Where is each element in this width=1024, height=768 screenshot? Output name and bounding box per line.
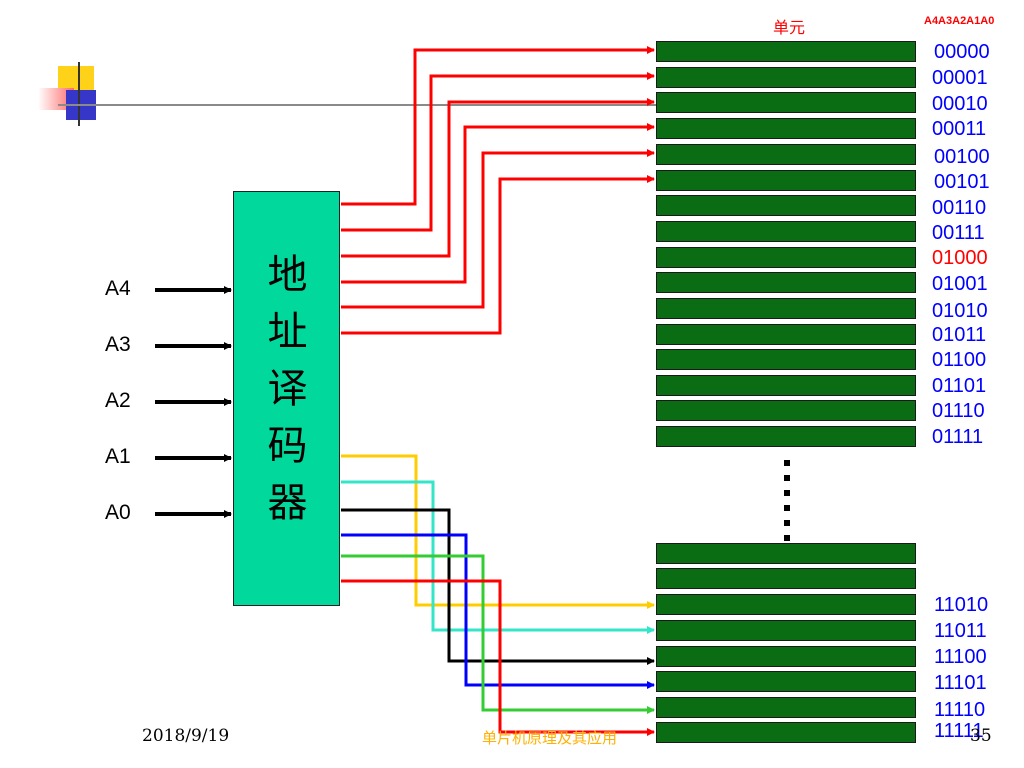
decoder-output-wire [341, 98, 655, 258]
memory-cell [656, 92, 916, 113]
decoder-char: 器 [267, 480, 308, 526]
cell-address-code: 00100 [934, 146, 990, 168]
cell-address-code: 01001 [932, 273, 988, 295]
cell-address-code: 01110 [932, 400, 985, 422]
memory-cell [656, 568, 916, 589]
decoder-char: 址 [267, 309, 308, 355]
cell-address-code: 00101 [934, 171, 990, 193]
memory-cell [656, 375, 916, 396]
decoder-output-wire [341, 46, 655, 206]
memory-cell [656, 247, 916, 268]
decoder-output-wire [341, 149, 655, 309]
address-input-label: A3 [105, 333, 131, 356]
memory-cell [656, 426, 916, 447]
decoder-char: 地 [267, 252, 308, 298]
cell-address-code: 11100 [934, 646, 987, 668]
memory-cell [656, 221, 916, 242]
cell-address-code: 00111 [932, 222, 985, 244]
decoder-char: 码 [267, 423, 308, 469]
memory-cell [656, 195, 916, 216]
cell-address-code: 01100 [932, 349, 987, 371]
decoder-output-wire [341, 123, 655, 284]
memory-cell [656, 349, 916, 370]
memory-cell [656, 646, 916, 667]
decoder-output-wire [341, 533, 655, 689]
address-input-label: A4 [105, 277, 131, 300]
memory-cell [656, 298, 916, 319]
slide-footer-title: 单片机原理及其应用 [482, 729, 618, 747]
cell-address-code: 00000 [934, 41, 990, 63]
cell-address-code: 00011 [932, 118, 987, 140]
decoder-output-wire [341, 72, 655, 232]
memory-cell [656, 324, 916, 345]
memory-cell [656, 697, 916, 718]
cell-address-code: 00001 [932, 67, 988, 89]
ellipsis-dot [784, 475, 790, 481]
address-input-label: A0 [105, 501, 131, 524]
slide-date: 2018/9/19 [142, 726, 230, 746]
memory-cell [656, 170, 916, 191]
ellipsis-dot [784, 535, 790, 541]
decoder-output-wire [341, 508, 655, 665]
memory-cell [656, 671, 916, 692]
decoder-char: 译 [267, 366, 308, 412]
decoder-output-wire [341, 454, 655, 609]
cell-address-code-highlighted: 01000 [932, 247, 988, 269]
cell-address-code: 01010 [932, 300, 988, 322]
memory-cell [656, 543, 916, 564]
cell-address-code: 11101 [934, 672, 987, 694]
decoder-label: 地 址 译 码 器 [234, 247, 341, 532]
cell-address-code: 00110 [932, 197, 987, 219]
page-number: 35 [970, 726, 992, 746]
memory-cell [656, 67, 916, 88]
address-input-label: A1 [105, 445, 131, 468]
cell-address-code: 11010 [934, 594, 989, 616]
memory-cell [656, 144, 916, 165]
unit-header: 单元 [773, 20, 806, 37]
memory-cell [656, 41, 916, 62]
cell-address-code: 01011 [932, 324, 987, 346]
ellipsis-dot [784, 460, 790, 466]
memory-cell [656, 118, 916, 139]
cell-address-code: 11011 [934, 620, 987, 642]
decoder-output-wire [341, 579, 655, 736]
memory-cell [656, 400, 916, 421]
address-bits-header: A4A3A2A1A0 [924, 15, 995, 27]
cell-address-code: 11110 [934, 699, 986, 721]
memory-cell [656, 272, 916, 293]
cell-address-code: 00010 [932, 93, 988, 115]
ellipsis-dot [784, 520, 790, 526]
ellipsis-dot [784, 505, 790, 511]
ellipsis-dot [784, 490, 790, 496]
address-input-label: A2 [105, 389, 131, 412]
memory-cell [656, 722, 916, 743]
cell-address-code: 11111 [934, 720, 984, 742]
decoder-output-wire [341, 175, 655, 335]
memory-cell [656, 594, 916, 615]
address-decoder: 地 址 译 码 器 [233, 191, 340, 606]
decoration-vertical-line [78, 62, 80, 126]
memory-cell [656, 620, 916, 641]
header-rule [58, 104, 658, 106]
cell-address-code: 01111 [932, 426, 984, 448]
cell-address-code: 01101 [932, 375, 987, 397]
decoder-output-wire [341, 554, 655, 714]
